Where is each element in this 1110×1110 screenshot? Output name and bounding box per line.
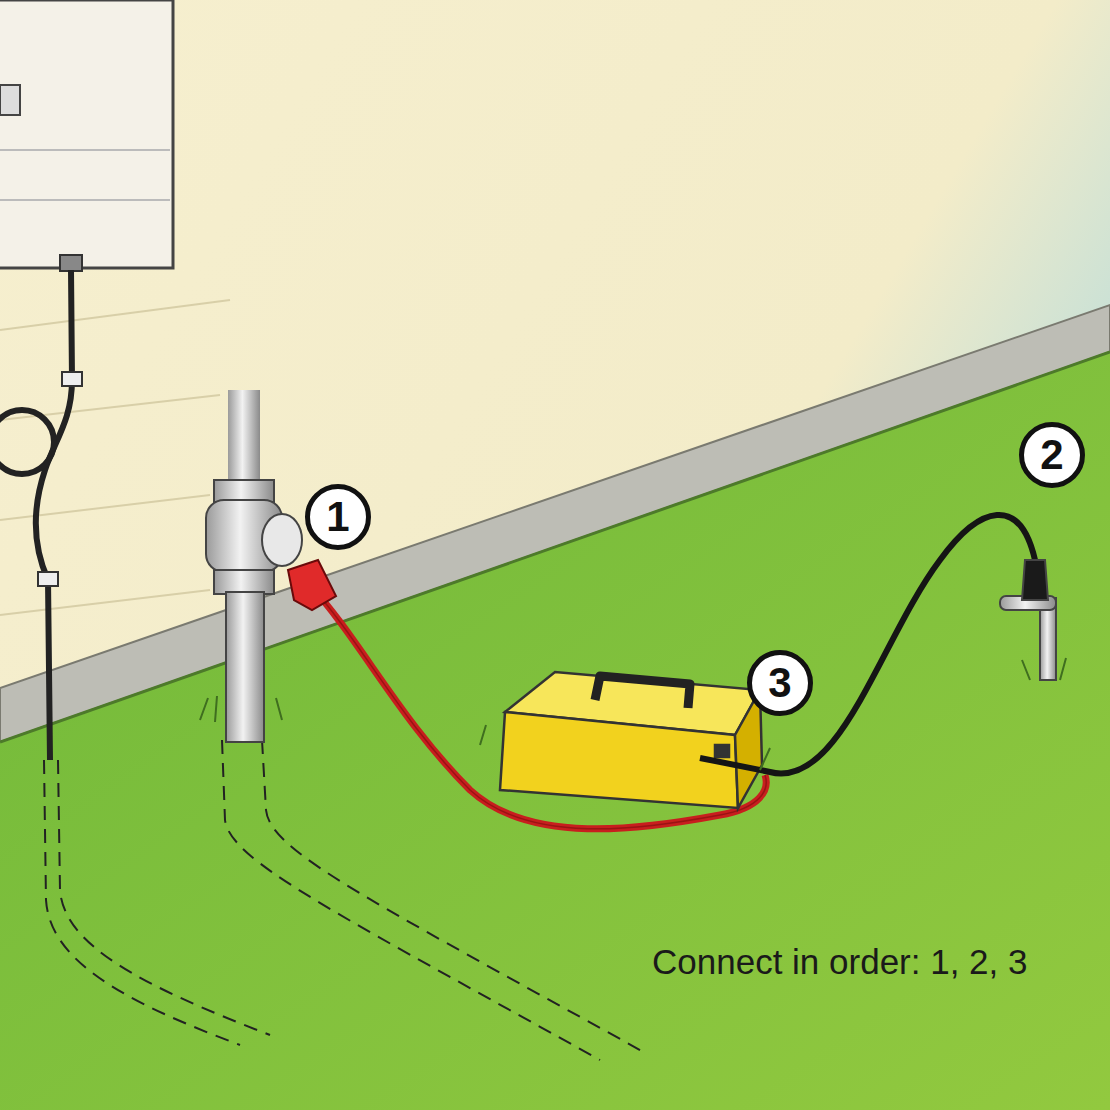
instruction-note: Connect in order: 1, 2, 3 — [652, 942, 1028, 982]
red-lead — [310, 585, 766, 829]
callout-circle: 1 — [305, 484, 371, 550]
callout-number: 1 — [326, 496, 349, 538]
grass-tufts — [200, 658, 1066, 770]
transmitter-box — [500, 672, 762, 808]
siding — [0, 300, 230, 615]
red-clamp — [288, 560, 336, 610]
callout-circle: 2 — [1019, 422, 1085, 488]
black-lead — [700, 515, 1035, 774]
callout-number: 3 — [768, 662, 791, 704]
ground-stake — [1000, 560, 1056, 680]
lawn — [0, 352, 1110, 1110]
electric-cable — [0, 270, 72, 760]
gas-pipe — [206, 390, 302, 742]
callout-circle: 3 — [747, 650, 813, 716]
meter-box — [0, 0, 173, 271]
callout-number: 2 — [1040, 434, 1063, 476]
